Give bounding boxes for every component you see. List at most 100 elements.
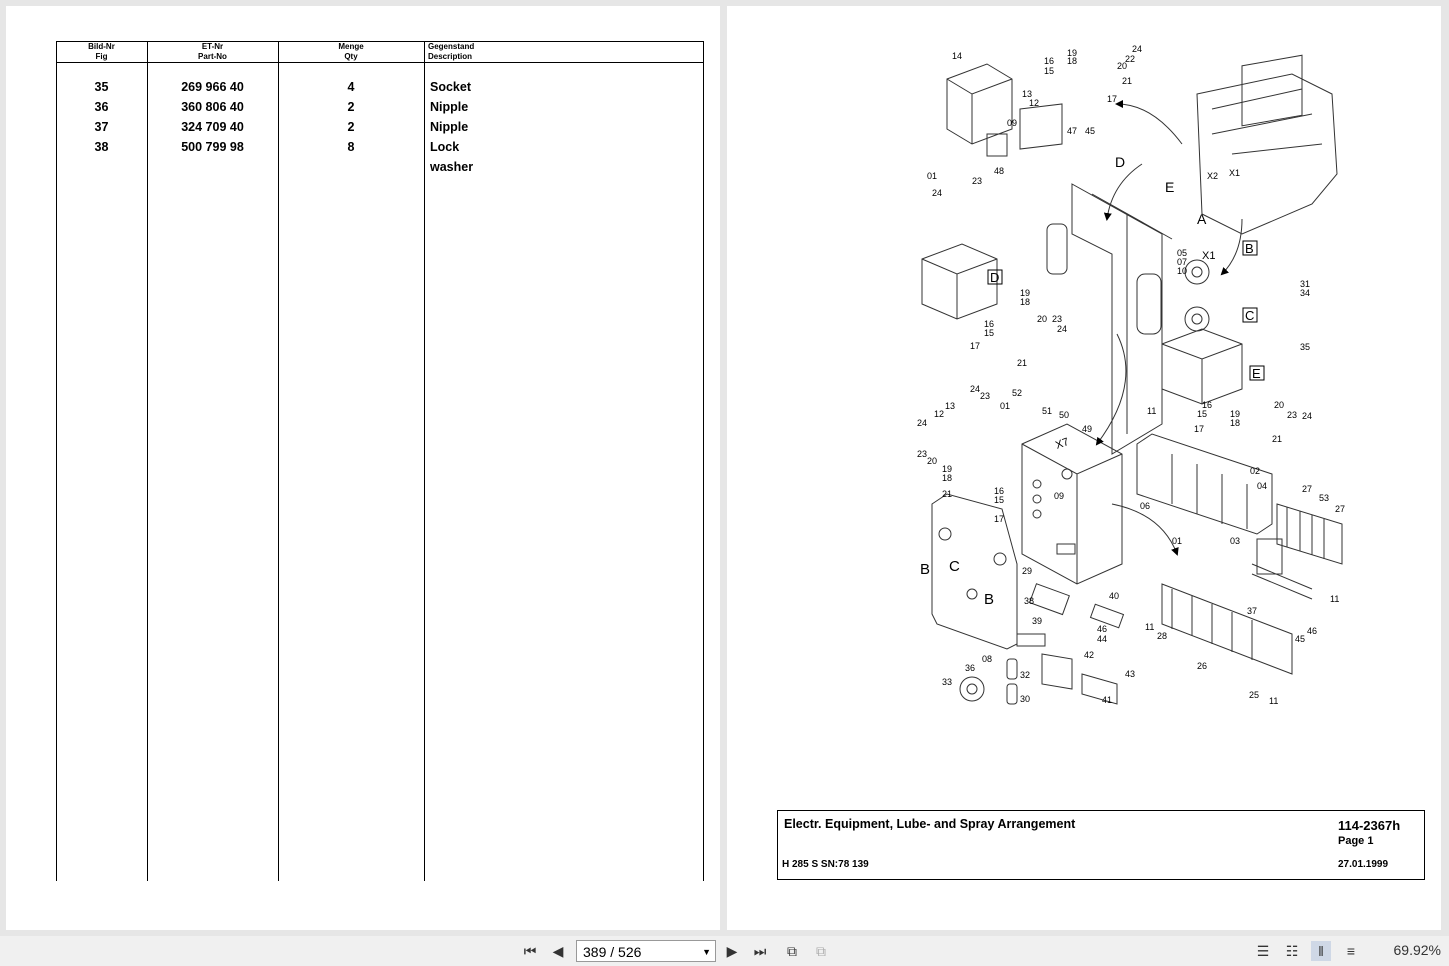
svg-text:17: 17 <box>1107 94 1117 104</box>
svg-text:01: 01 <box>1000 401 1010 411</box>
svg-text:24: 24 <box>1302 411 1312 421</box>
svg-text:D: D <box>1115 154 1125 170</box>
svg-text:33: 33 <box>942 677 952 687</box>
two-page-icon[interactable]: ‖ <box>1311 941 1331 961</box>
svg-text:E: E <box>1165 179 1174 195</box>
svg-text:10: 10 <box>1177 266 1187 276</box>
svg-text:11: 11 <box>1269 696 1278 706</box>
svg-text:44: 44 <box>1097 634 1107 644</box>
svg-text:21: 21 <box>942 489 952 499</box>
svg-text:15: 15 <box>1197 409 1207 419</box>
svg-text:03: 03 <box>1230 536 1240 546</box>
svg-text:42: 42 <box>1084 650 1094 660</box>
zoom-level[interactable]: 69.92% <box>1393 942 1441 958</box>
first-page-icon[interactable]: ⏮ <box>523 942 537 959</box>
svg-text:48: 48 <box>994 166 1004 176</box>
rotate-icon[interactable]: ⧉ <box>787 942 797 959</box>
svg-text:23: 23 <box>1052 314 1062 324</box>
svg-text:19: 19 <box>1067 48 1077 58</box>
fit-icon[interactable]: ⧉ <box>816 942 826 959</box>
svg-text:41: 41 <box>1102 695 1112 705</box>
svg-text:24: 24 <box>917 418 927 428</box>
svg-text:51: 51 <box>1042 406 1052 416</box>
svg-text:53: 53 <box>1319 493 1329 503</box>
svg-text:45: 45 <box>1085 126 1095 136</box>
svg-text:23: 23 <box>972 176 982 186</box>
svg-text:28: 28 <box>1157 631 1167 641</box>
svg-text:23: 23 <box>1287 410 1297 420</box>
svg-text:25: 25 <box>1249 690 1259 700</box>
svg-text:E: E <box>1252 366 1261 381</box>
svg-text:32: 32 <box>1020 670 1030 680</box>
svg-text:A: A <box>1197 211 1207 227</box>
svg-text:29: 29 <box>1022 566 1032 576</box>
last-page-icon[interactable]: ⏭ <box>753 942 767 959</box>
svg-text:17: 17 <box>1194 424 1204 434</box>
table-header <box>56 42 704 63</box>
svg-text:19: 19 <box>1230 409 1240 419</box>
svg-text:18: 18 <box>1230 418 1240 428</box>
svg-text:49: 49 <box>1082 424 1092 434</box>
svg-text:50: 50 <box>1059 410 1069 420</box>
title-block: Electr. Equipment, Lube- and Spray Arran… <box>777 810 1425 880</box>
page-label: Page 1 <box>1338 835 1374 847</box>
drawing-title: Electr. Equipment, Lube- and Spray Arran… <box>784 817 1076 831</box>
svg-text:21: 21 <box>1272 434 1282 444</box>
continuous-icon[interactable]: ☷ <box>1285 942 1299 959</box>
next-page-icon[interactable]: ▶ <box>726 942 738 959</box>
model-serial: H 285 S SN:78 139 <box>782 859 869 870</box>
svg-text:27: 27 <box>1302 484 1312 494</box>
svg-text:37: 37 <box>1247 606 1257 616</box>
svg-text:B: B <box>1245 241 1254 256</box>
svg-text:16: 16 <box>994 486 1004 496</box>
svg-text:31: 31 <box>1300 279 1310 289</box>
svg-text:39: 39 <box>1032 616 1042 626</box>
svg-text:12: 12 <box>934 409 944 419</box>
continuous-facing-icon[interactable]: ≡ <box>1346 943 1356 959</box>
svg-text:22: 22 <box>1125 54 1135 64</box>
svg-text:38: 38 <box>1024 596 1034 606</box>
svg-text:14: 14 <box>952 51 962 61</box>
svg-text:01: 01 <box>1172 536 1182 546</box>
svg-text:46: 46 <box>1097 624 1107 634</box>
svg-text:23: 23 <box>980 391 990 401</box>
svg-text:18: 18 <box>1067 56 1077 66</box>
svg-text:26: 26 <box>1197 661 1207 671</box>
chevron-down-icon[interactable]: ▼ <box>702 947 711 957</box>
svg-text:34: 34 <box>1300 288 1310 298</box>
svg-text:16: 16 <box>1202 400 1212 410</box>
svg-text:16: 16 <box>984 319 994 329</box>
svg-text:35: 35 <box>1300 342 1310 352</box>
svg-text:30: 30 <box>1020 694 1030 704</box>
single-page-icon[interactable]: ☰ <box>1256 942 1270 959</box>
svg-text:09: 09 <box>1007 118 1017 128</box>
svg-text:40: 40 <box>1109 591 1119 601</box>
svg-text:18: 18 <box>1020 297 1030 307</box>
svg-text:11: 11 <box>1145 622 1154 632</box>
viewer-toolbar: ⏮ ◀ 389 / 526 ▼ ▶ ⏭ ⧉ ⧉ ☰ ☷ ‖ ≡ 69.92% <box>0 936 1449 966</box>
svg-text:12: 12 <box>1029 98 1039 108</box>
svg-text:11: 11 <box>1330 594 1339 604</box>
svg-text:09: 09 <box>1054 491 1064 501</box>
svg-text:C: C <box>949 558 960 575</box>
svg-text:04: 04 <box>1257 481 1267 491</box>
svg-text:19: 19 <box>1020 288 1030 298</box>
page-number-input[interactable]: 389 / 526 ▼ <box>576 940 716 962</box>
svg-text:X1: X1 <box>1202 250 1215 262</box>
svg-text:X2: X2 <box>1207 171 1218 181</box>
svg-text:20: 20 <box>1037 314 1047 324</box>
drawing-number: 114-2367h <box>1338 818 1401 833</box>
svg-text:21: 21 <box>1122 76 1132 86</box>
svg-text:18: 18 <box>942 473 952 483</box>
svg-text:17: 17 <box>970 341 980 351</box>
svg-text:20: 20 <box>927 456 937 466</box>
svg-text:47: 47 <box>1067 126 1077 136</box>
prev-page-icon[interactable]: ◀ <box>552 942 564 959</box>
svg-text:X7: X7 <box>1054 436 1071 452</box>
svg-text:24: 24 <box>932 188 942 198</box>
